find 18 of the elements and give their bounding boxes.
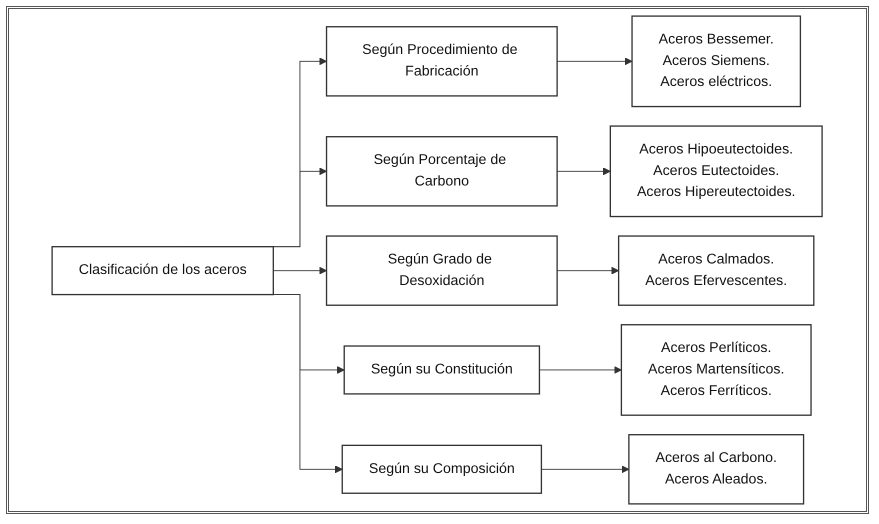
arrow [557,266,620,275]
arrow [541,465,630,474]
node-box [621,324,812,416]
node-box [344,345,540,395]
node-box [618,235,815,306]
diagram-frame: Clasificación de los aceros Según Procedimiento de Fabricación Según Porcentaje de Carbono Según Grado de Desoxidación Según su Constitución Según su Composición Aceros Bessemer. Aceros Siemens. Aceros eléctricos. Aceros Hipoeutectoides. Aceros Eutectoides. Aceros Hipereutectoides. Aceros Calmados. Aceros Efervescentes. Aceros Perlíticos. Aceros Martensíticos. Aceros Ferríticos. Aceros al Carbono. Aceros Aleados. [6,6,869,514]
arrow [557,167,612,176]
arrow [539,366,622,374]
node-box [628,434,805,505]
node-box [610,125,824,218]
node-box [326,235,558,306]
node-box [632,15,802,108]
node-box [52,246,274,296]
node-box [342,444,542,494]
arrow [557,57,633,66]
node-box [326,136,558,207]
node-box [326,26,558,97]
arrow [273,266,328,275]
